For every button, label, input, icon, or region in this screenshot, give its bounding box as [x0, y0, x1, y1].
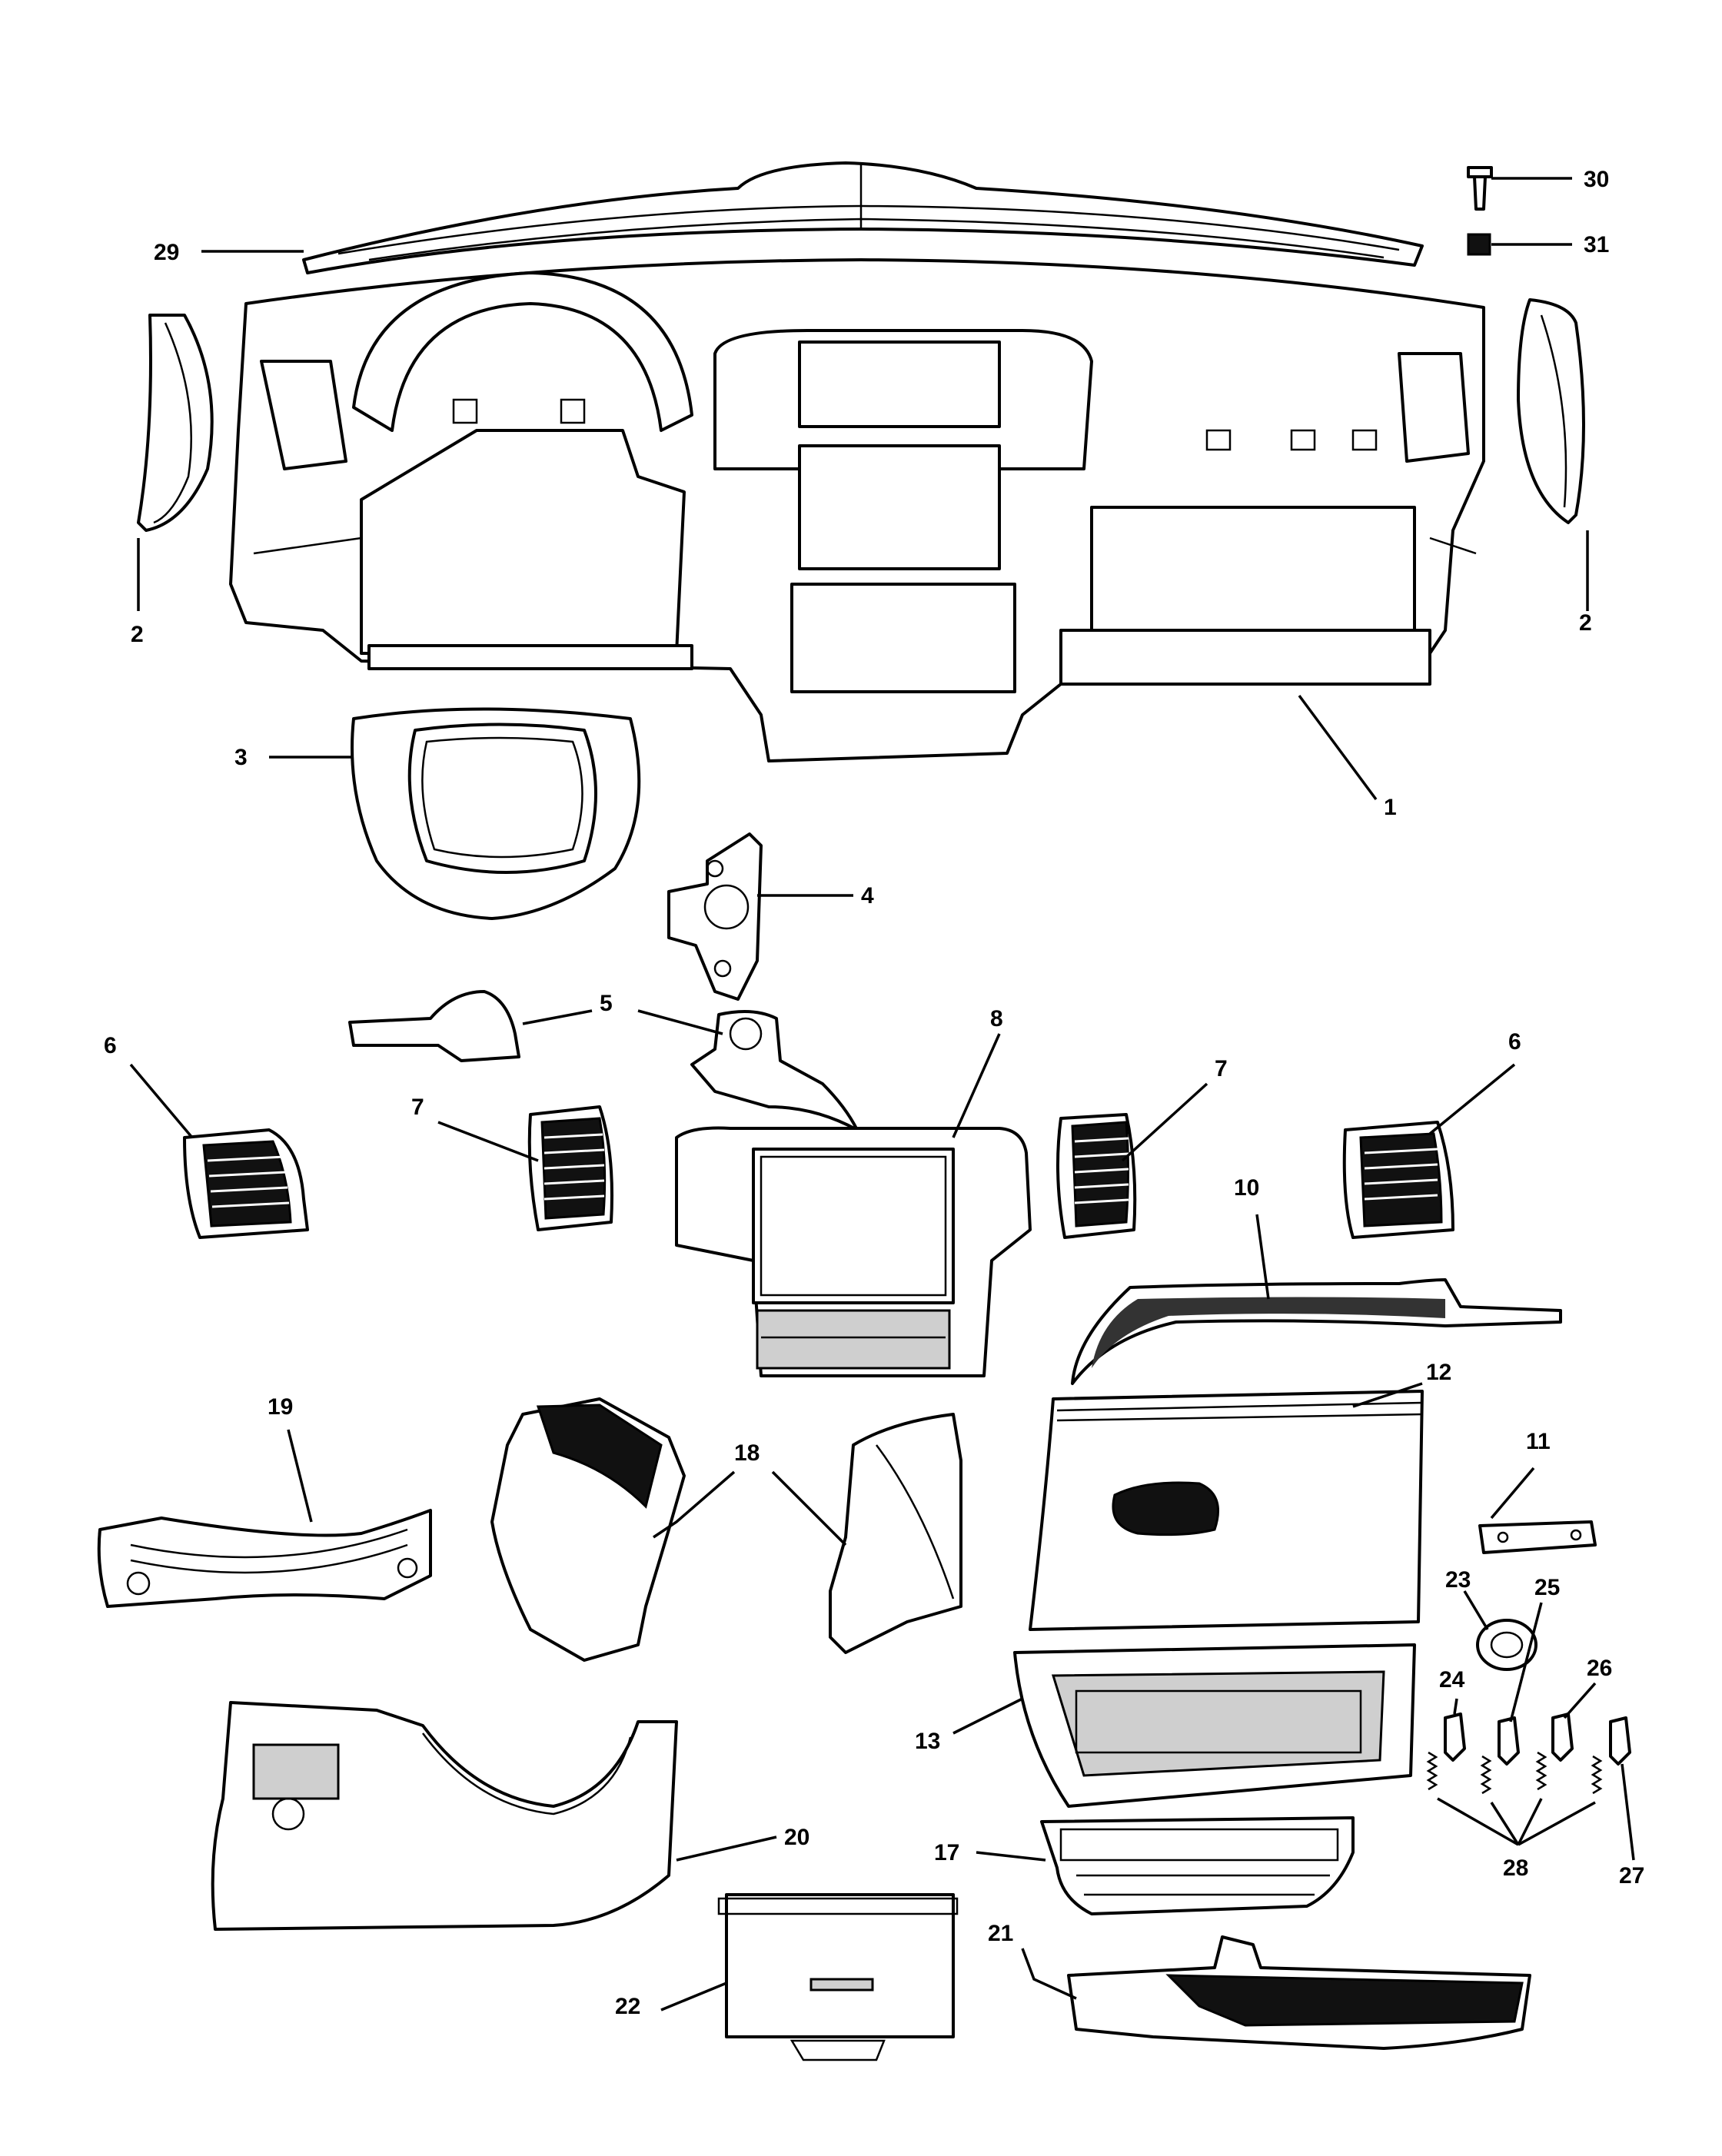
part-3-cluster-bezel: [351, 707, 641, 920]
callout-23: 23: [1445, 1567, 1471, 1593]
callout-18: 18: [734, 1440, 760, 1466]
part-6-vent-left: [183, 1128, 309, 1239]
callout-24: 24: [1439, 1667, 1465, 1693]
callout-30: 30: [1584, 167, 1609, 192]
part-2-end-cap-right: [1517, 298, 1585, 524]
part-8-center-bezel: [675, 1126, 1032, 1377]
part-2-end-cap-left: [137, 314, 214, 532]
callout-17: 17: [934, 1840, 959, 1865]
callout-6-right: 6: [1508, 1029, 1521, 1055]
callout-7-left: 7: [411, 1095, 424, 1120]
callout-28: 28: [1503, 1855, 1528, 1881]
part-18-lower-trim-right: [829, 1413, 962, 1654]
part-4-bracket: [667, 832, 763, 1001]
callout-2-right: 2: [1579, 610, 1592, 636]
callout-6-left: 6: [104, 1033, 117, 1058]
callout-4: 4: [861, 883, 874, 909]
leader-lines: [129, 177, 1635, 2011]
callout-13: 13: [915, 1729, 940, 1754]
part-7-vent-right: [1056, 1113, 1137, 1239]
part-29-top-cover: [302, 161, 1424, 274]
callout-2-left: 2: [131, 622, 144, 647]
part-24-clip: [1444, 1713, 1466, 1762]
part-1-instrument-panel: [229, 258, 1485, 762]
part-10-trim-pad: [1071, 1278, 1562, 1385]
callout-31: 31: [1584, 232, 1609, 257]
part-31-clip-nut: [1467, 233, 1491, 256]
part-20-knee-bolster: [211, 1701, 678, 1931]
part-13-glove-box-bin: [1013, 1643, 1416, 1808]
callout-22: 22: [615, 1994, 640, 2019]
part-25-clip: [1498, 1716, 1520, 1766]
callout-1: 1: [1384, 795, 1397, 820]
part-7-vent-left: [527, 1105, 613, 1231]
callout-21: 21: [988, 1921, 1013, 1946]
callout-27: 27: [1619, 1863, 1644, 1889]
part-30-screw: [1467, 166, 1493, 211]
part-6-vent-right: [1342, 1121, 1454, 1239]
part-12-glove-box-door: [1029, 1390, 1424, 1631]
callout-11: 11: [1526, 1429, 1551, 1454]
part-19-lower-panel: [97, 1509, 432, 1608]
part-21-lower-duct: [1067, 1935, 1531, 2050]
part-11-bracket: [1478, 1520, 1597, 1554]
part-17-glove-box-insert: [1040, 1816, 1355, 1915]
callout-29: 29: [154, 240, 179, 265]
part-5-column-cover-right: [690, 1010, 859, 1131]
callout-7-right: 7: [1215, 1056, 1228, 1081]
part-18-lower-trim-left: [490, 1397, 686, 1662]
part-26-clip: [1551, 1713, 1574, 1762]
callout-labels: 1 2 2 3 4 5 6 6 7 7 8 10 11 12 13 17 18 …: [104, 167, 1644, 2019]
callout-20: 20: [784, 1825, 809, 1850]
callout-5: 5: [600, 991, 613, 1016]
part-22-storage-bin: [717, 1893, 959, 2061]
part-5-column-cover-left: [348, 990, 520, 1062]
callout-25: 25: [1534, 1575, 1560, 1600]
callout-10: 10: [1234, 1175, 1259, 1201]
part-28-springs: [1426, 1751, 1603, 1795]
part-27-clip: [1609, 1716, 1631, 1766]
callout-19: 19: [268, 1394, 293, 1420]
callout-3: 3: [234, 745, 248, 770]
callout-8: 8: [990, 1006, 1003, 1031]
part-23-lock-cylinder: [1476, 1619, 1538, 1671]
callout-12: 12: [1426, 1360, 1451, 1385]
callout-26: 26: [1587, 1656, 1612, 1681]
